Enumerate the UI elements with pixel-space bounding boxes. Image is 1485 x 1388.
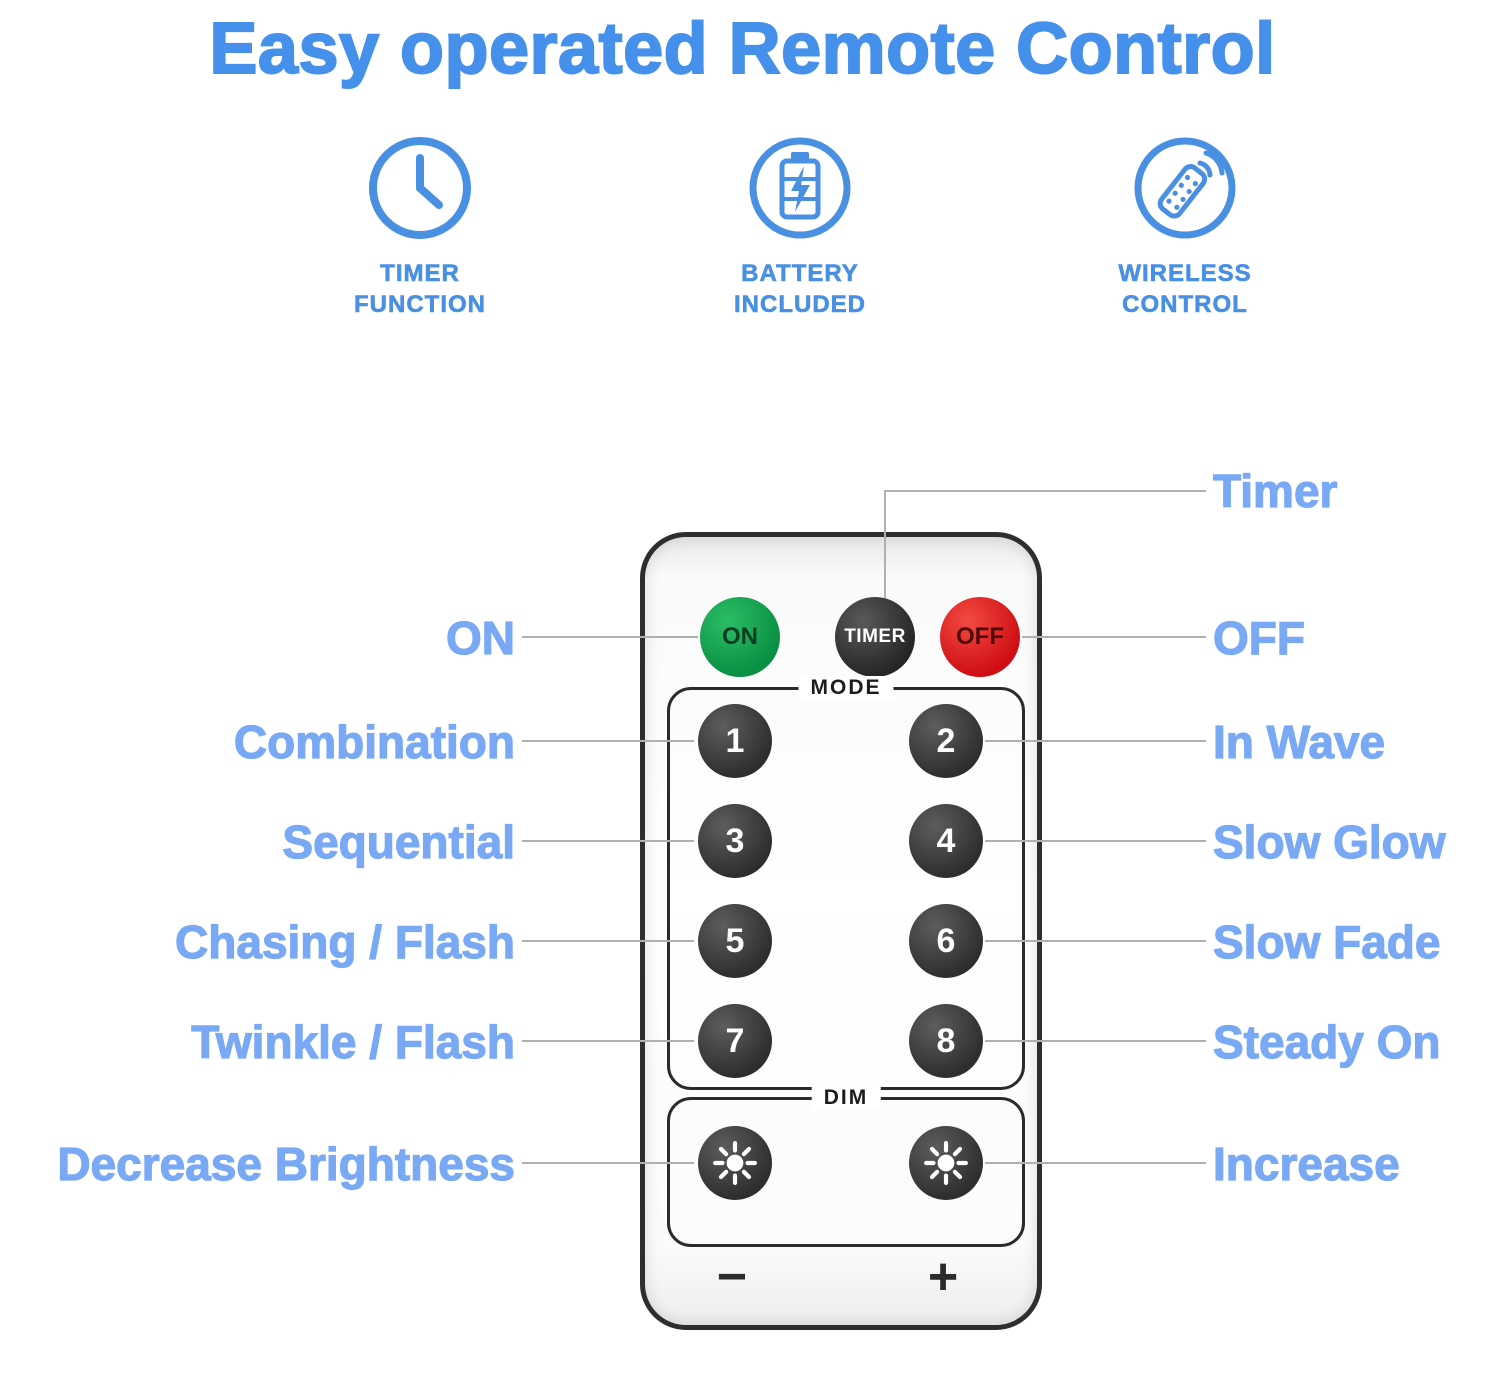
feature-label-line2: CONTROL <box>1122 291 1248 319</box>
timer-button: TIMER <box>835 597 915 677</box>
annotation-steady-on: Steady On <box>1212 1016 1441 1068</box>
mode-button-4: 4 <box>909 804 983 878</box>
mode-button-1: 1 <box>698 704 772 778</box>
connector-line-timer <box>884 490 1206 492</box>
annotation-combination: Combination <box>233 716 515 768</box>
annotation-off: OFF <box>1212 612 1305 664</box>
annotation-twinkle-flash: Twinkle / Flash <box>191 1016 516 1068</box>
connector-line-slow-fade <box>985 940 1206 942</box>
feature-label: WIRELESS CONTROL <box>1055 258 1315 320</box>
mode-panel: MODE 1 2 3 4 5 6 7 8 <box>667 676 1025 1090</box>
mode-button-2: 2 <box>909 704 983 778</box>
annotation-increase: Increase <box>1212 1138 1400 1190</box>
remote-control-body: ON TIMER OFF MODE 1 2 3 4 5 6 7 8 DIM <box>640 532 1042 1330</box>
connector-line-combination <box>522 740 694 742</box>
connector-line-timer-vertical <box>884 492 886 598</box>
connector-line-slow-glow <box>985 840 1206 842</box>
mode-button-8: 8 <box>909 1004 983 1078</box>
feature-label-line1: WIRELESS <box>1118 260 1252 288</box>
dim-panel: DIM <box>667 1086 1025 1247</box>
page-title: Easy operated Remote Control <box>208 8 1276 90</box>
connector-line-steady-on <box>985 1040 1206 1042</box>
brightness-decrease-button <box>698 1126 772 1200</box>
sun-icon <box>924 1141 968 1185</box>
dim-label: DIM <box>811 1086 881 1110</box>
battery-icon <box>745 133 855 248</box>
feature-timer-function: TIMER FUNCTION <box>290 133 550 320</box>
annotation-decrease-brightness: Decrease Brightness <box>57 1138 516 1190</box>
connector-line-off <box>1022 636 1206 638</box>
mode-button-3: 3 <box>698 804 772 878</box>
sun-icon <box>713 1141 757 1185</box>
connector-line-sequential <box>522 840 694 842</box>
plus-symbol: + <box>927 1248 959 1306</box>
annotation-in-wave: In Wave <box>1212 716 1386 768</box>
annotation-chasing-flash: Chasing / Flash <box>174 916 515 968</box>
feature-label-line2: INCLUDED <box>734 291 866 319</box>
feature-battery-included: BATTERY INCLUDED <box>670 133 930 320</box>
connector-line-twinkle-flash <box>522 1040 694 1042</box>
on-button: ON <box>700 597 780 677</box>
annotation-on: ON <box>445 612 515 664</box>
connector-line-on <box>522 636 698 638</box>
mode-button-7: 7 <box>698 1004 772 1078</box>
feature-wireless-control: WIRELESS CONTROL <box>1055 133 1315 320</box>
connector-line-decrease-brightness <box>522 1162 694 1164</box>
feature-label-line2: FUNCTION <box>354 291 486 319</box>
connector-line-chasing-flash <box>522 940 694 942</box>
remote-signal-icon <box>1130 133 1240 248</box>
feature-label-line1: TIMER <box>380 260 460 288</box>
annotation-timer: Timer <box>1212 465 1338 517</box>
feature-label-line1: BATTERY <box>741 260 859 288</box>
connector-line-increase <box>985 1162 1206 1164</box>
annotation-slow-fade: Slow Fade <box>1212 916 1441 968</box>
mode-button-6: 6 <box>909 904 983 978</box>
mode-button-5: 5 <box>698 904 772 978</box>
annotation-sequential: Sequential <box>282 816 516 868</box>
connector-line-in-wave <box>985 740 1206 742</box>
feature-label: TIMER FUNCTION <box>290 258 550 320</box>
brightness-increase-button <box>909 1126 983 1200</box>
mode-label: MODE <box>798 676 894 700</box>
feature-label: BATTERY INCLUDED <box>670 258 930 320</box>
off-button: OFF <box>940 597 1020 677</box>
annotation-slow-glow: Slow Glow <box>1212 816 1446 868</box>
minus-symbol: − <box>716 1248 748 1306</box>
clock-icon <box>365 133 475 248</box>
